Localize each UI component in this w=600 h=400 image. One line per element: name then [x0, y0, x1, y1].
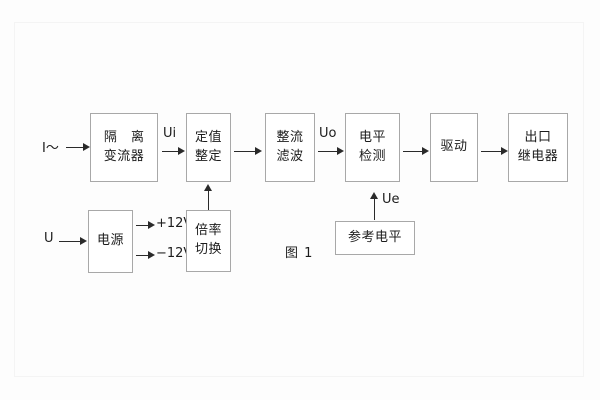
- figure-caption: 图 1: [285, 246, 314, 261]
- block-level-detect-line2: 检测: [358, 148, 386, 164]
- signal-uo-label: Uo: [319, 126, 337, 141]
- input-voltage-label: U: [44, 231, 54, 246]
- block-multiplier-line1: 倍率: [194, 223, 222, 239]
- connector-isolation-to-setting: [162, 151, 178, 152]
- block-isolation-transformer: 隔 离 变流器: [90, 113, 158, 182]
- arrowhead-drive-to-output-relay: [501, 147, 508, 155]
- connector-power-pos12v: [136, 225, 148, 226]
- connector-current-to-isolation: [66, 147, 83, 148]
- block-level-detection: 电平 检测: [345, 113, 400, 182]
- connector-voltage-to-power-supply: [59, 241, 80, 242]
- block-power-supply-line1: 电源: [96, 233, 124, 249]
- arrowhead-voltage-to-power-supply: [80, 237, 87, 245]
- block-rectify-filter: 整流 滤波: [265, 113, 315, 182]
- connector-setting-to-rectify: [234, 151, 255, 152]
- connector-reference-to-level-detect: [374, 199, 375, 220]
- connector-rectify-to-level-detect: [318, 151, 337, 152]
- block-setting-adjustment: 定值 整定: [186, 113, 231, 182]
- arrowhead-rectify-to-level-detect: [337, 147, 344, 155]
- signal-pos12v-label: +12V: [156, 216, 193, 231]
- block-rectify-line2: 滤波: [276, 148, 304, 164]
- arrowhead-multiplier-to-setting: [204, 184, 212, 191]
- connector-drive-to-output-relay: [481, 151, 501, 152]
- block-output-relay-line1: 出口: [524, 129, 552, 145]
- arrowhead-isolation-to-setting: [178, 147, 185, 155]
- signal-ue-label: Ue: [382, 192, 400, 207]
- block-drive-line1: 驱动: [440, 139, 468, 155]
- block-setting-line2: 整定: [194, 148, 222, 164]
- block-reference-level: 参考电平: [335, 221, 415, 255]
- block-reference-level-line1: 参考电平: [347, 229, 402, 245]
- block-level-detect-line1: 电平: [358, 129, 386, 145]
- signal-ui-label: Ui: [163, 126, 177, 141]
- connector-multiplier-to-setting: [208, 191, 209, 210]
- block-setting-line1: 定值: [194, 129, 222, 145]
- block-multiplier-line2: 切换: [194, 242, 222, 257]
- block-isolation-line1: 隔 离: [103, 129, 150, 145]
- arrowhead-power-neg12v: [148, 251, 155, 259]
- block-drive: 驱动: [430, 113, 478, 182]
- block-output-relay: 出口 继电器: [508, 113, 568, 182]
- arrowhead-current-to-isolation: [83, 143, 90, 151]
- connector-level-detect-to-drive: [403, 151, 422, 152]
- arrowhead-setting-to-rectify: [255, 147, 262, 155]
- block-rectify-line1: 整流: [276, 129, 304, 145]
- signal-neg12v-label: −12V: [156, 246, 193, 261]
- diagram-frame: [14, 22, 584, 377]
- block-isolation-line2: 变流器: [103, 148, 145, 164]
- block-multiplier-switch: 倍率 切换: [186, 210, 231, 272]
- connector-power-neg12v: [136, 255, 148, 256]
- block-output-relay-line2: 继电器: [517, 148, 559, 164]
- arrowhead-level-detect-to-drive: [422, 147, 429, 155]
- arrowhead-power-pos12v: [148, 221, 155, 229]
- arrowhead-reference-to-level-detect: [370, 192, 378, 199]
- input-current-label: I～: [42, 141, 59, 156]
- block-power-supply: 电源: [88, 210, 133, 273]
